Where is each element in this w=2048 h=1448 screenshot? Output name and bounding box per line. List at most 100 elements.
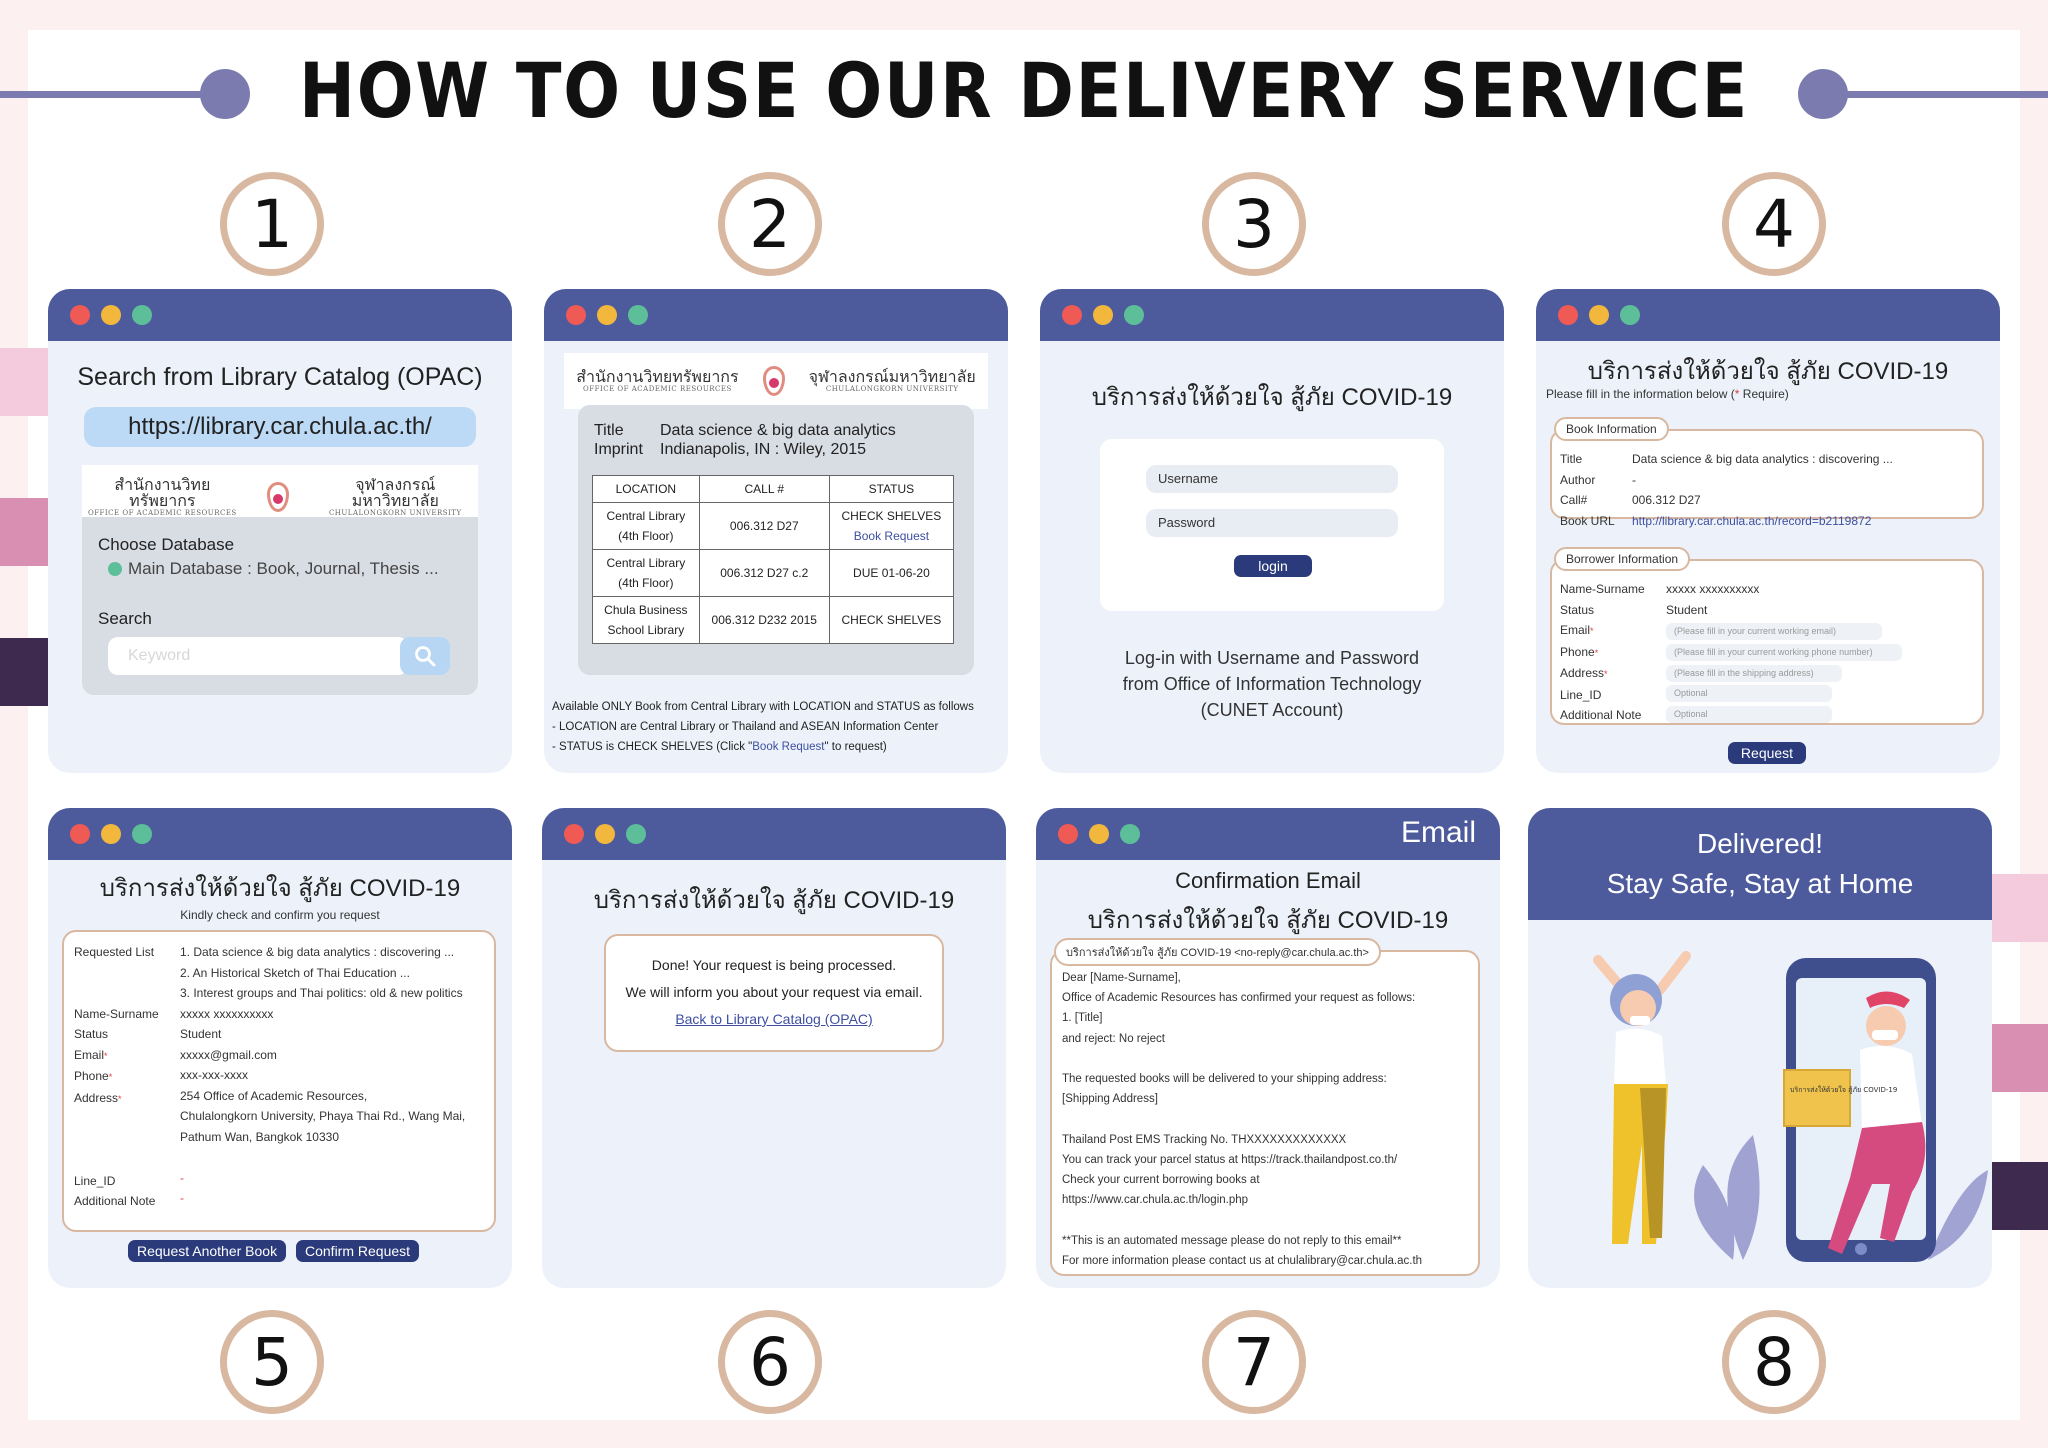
step-number-1: 1 xyxy=(220,172,324,276)
deco-block-rose xyxy=(0,498,48,566)
close-dot-icon xyxy=(1062,305,1082,325)
close-dot-icon xyxy=(1058,824,1078,844)
line-id-field[interactable]: Optional xyxy=(1666,685,1832,702)
window-bar xyxy=(544,289,1008,341)
login-panel: Username Password login xyxy=(1100,439,1444,611)
done-message: Done! Your request is being processed. xyxy=(651,957,897,973)
confirm-request-button[interactable]: Confirm Request xyxy=(296,1240,420,1262)
additional-note-field[interactable]: Optional xyxy=(1666,706,1832,723)
step-number-3: 3 xyxy=(1202,172,1306,276)
book-info-box xyxy=(1550,429,1984,519)
email-body: Dear [Name-Surname], Office of Academic … xyxy=(1062,972,1423,1267)
minimize-dot-icon xyxy=(1589,305,1609,325)
minimize-dot-icon xyxy=(597,305,617,325)
phone-field[interactable]: (Please fill in your current working pho… xyxy=(1666,644,1902,661)
inform-message: We will inform you about your request vi… xyxy=(625,984,923,1000)
service-title: บริการส่งให้ด้วยใจ สู้ภัย COVID-19 xyxy=(1091,384,1453,411)
svg-text:บริการส่งให้ด้วยใจ สู้ภัย COVI: บริการส่งให้ด้วยใจ สู้ภัย COVID-19 xyxy=(1790,1085,1897,1094)
email-tab-label: Email xyxy=(1400,816,1476,849)
maximize-dot-icon xyxy=(132,824,152,844)
keyword-input[interactable]: Keyword xyxy=(108,637,408,675)
table-row: Central Library(4th Floor) 006.312 D27 C… xyxy=(592,502,955,550)
borrower-info-tag: Borrower Information xyxy=(1554,547,1691,571)
card-step-1: Search from Library Catalog (OPAC) https… xyxy=(48,289,512,773)
window-bar xyxy=(1536,289,2000,341)
maximize-dot-icon xyxy=(1620,305,1640,325)
borrower-values: xxxxx xxxxxxxxxx Student xyxy=(1666,582,1760,617)
form-instruction: Please fill in the information below (* … xyxy=(1546,387,1789,401)
maximize-dot-icon xyxy=(1124,305,1144,325)
maximize-dot-icon xyxy=(628,305,648,325)
window-bar xyxy=(542,808,1006,860)
window-bar xyxy=(1040,289,1504,341)
password-input[interactable]: Password xyxy=(1146,509,1398,537)
minimize-dot-icon xyxy=(101,824,121,844)
logo-icon xyxy=(266,482,289,512)
maximize-dot-icon xyxy=(626,824,646,844)
address-field[interactable]: (Please fill in the shipping address) xyxy=(1666,665,1842,682)
deco-block-pink xyxy=(0,348,48,416)
book-url-link[interactable]: http://library.car.chula.ac.th/record=b2… xyxy=(1632,513,1872,528)
service-title: บริการส่งให้ด้วยใจ สู้ภัย COVID-19 xyxy=(1587,358,1949,385)
summary-values: 1. Data science & big data analytics : d… xyxy=(180,945,466,1205)
service-title: บริการส่งให้ด้วยใจ สู้ภัย COVID-19 xyxy=(1087,907,1449,934)
delivered-header: Delivered! Stay Safe, Stay at Home xyxy=(1528,808,1992,920)
step-number-2: 2 xyxy=(718,172,822,276)
close-dot-icon xyxy=(566,305,586,325)
search-label: Search xyxy=(98,609,152,628)
courier-illustration: บริการส่งให้ด้วยใจ สู้ภัย COVID-19 xyxy=(1783,991,1926,1254)
card-step-7: Email Confirmation Email บริการส่งให้ด้ว… xyxy=(1036,808,1500,1288)
step-number-7: 7 xyxy=(1202,1310,1306,1414)
card-step-5: บริการส่งให้ด้วยใจ สู้ภัย COVID-19 Kindl… xyxy=(48,808,512,1288)
step-number-6: 6 xyxy=(718,1310,822,1414)
column-header: STATUS xyxy=(828,475,955,503)
deco-block-dark-right xyxy=(1992,1162,2048,1230)
database-option[interactable]: Main Database : Book, Journal, Thesis ..… xyxy=(108,559,439,579)
step-number-8: 8 xyxy=(1722,1310,1826,1414)
deco-block-pink-right xyxy=(1992,874,2048,942)
woman-illustration xyxy=(1593,951,1691,1244)
minimize-dot-icon xyxy=(595,824,615,844)
request-button[interactable]: Request xyxy=(1728,742,1806,764)
back-to-catalog-link[interactable]: Back to Library Catalog (OPAC) xyxy=(675,1011,873,1027)
search-button[interactable] xyxy=(400,637,450,675)
window-bar xyxy=(48,289,512,341)
book-request-link[interactable]: Book Request xyxy=(853,529,930,543)
holdings-table: LOCATION CALL # STATUS Central Library(4… xyxy=(592,475,955,644)
close-dot-icon xyxy=(564,824,584,844)
step-number-5: 5 xyxy=(220,1310,324,1414)
confirmation-heading: Confirmation Email xyxy=(1175,868,1361,893)
page-title: HOW TO USE OUR DELIVERY SERVICE xyxy=(298,46,1750,135)
close-dot-icon xyxy=(70,824,90,844)
card-step-8: Delivered! Stay Safe, Stay at Home บริกา… xyxy=(1528,808,1992,1288)
maximize-dot-icon xyxy=(132,305,152,325)
username-input[interactable]: Username xyxy=(1146,465,1398,493)
email-field[interactable]: (Please fill in your current working ema… xyxy=(1666,623,1882,640)
magnifier-icon xyxy=(415,646,436,667)
opac-url[interactable]: https://library.car.chula.ac.th/ xyxy=(84,407,476,447)
window-bar: Email xyxy=(1036,808,1500,860)
book-info-values: Data science & big data analytics : disc… xyxy=(1632,449,1893,531)
minimize-dot-icon xyxy=(101,305,121,325)
radio-selected-icon xyxy=(108,562,122,576)
table-row: Central Library(4th Floor) 006.312 D27 c… xyxy=(592,549,955,597)
book-info-keys: Title Author Call# Book URL xyxy=(1560,452,1615,528)
opac-heading: Search from Library Catalog (OPAC) xyxy=(77,363,483,391)
deco-block-dark xyxy=(0,638,48,706)
request-another-book-button[interactable]: Request Another Book xyxy=(128,1240,287,1262)
card-step-6: บริการส่งให้ด้วยใจ สู้ภัย COVID-19 Done!… xyxy=(542,808,1006,1288)
borrower-keys: Name-Surname Status Email* Phone* Addres… xyxy=(1560,582,1645,722)
minimize-dot-icon xyxy=(1089,824,1109,844)
book-info-tag: Book Information xyxy=(1554,417,1669,441)
step-number-4: 4 xyxy=(1722,172,1826,276)
logo-icon xyxy=(762,366,785,396)
column-header: CALL # xyxy=(698,475,830,503)
done-message-box: Done! Your request is being processed. W… xyxy=(604,934,944,1052)
login-button[interactable]: login xyxy=(1234,555,1312,577)
card-step-4: บริการส่งให้ด้วยใจ สู้ภัย COVID-19 Pleas… xyxy=(1536,289,2000,773)
